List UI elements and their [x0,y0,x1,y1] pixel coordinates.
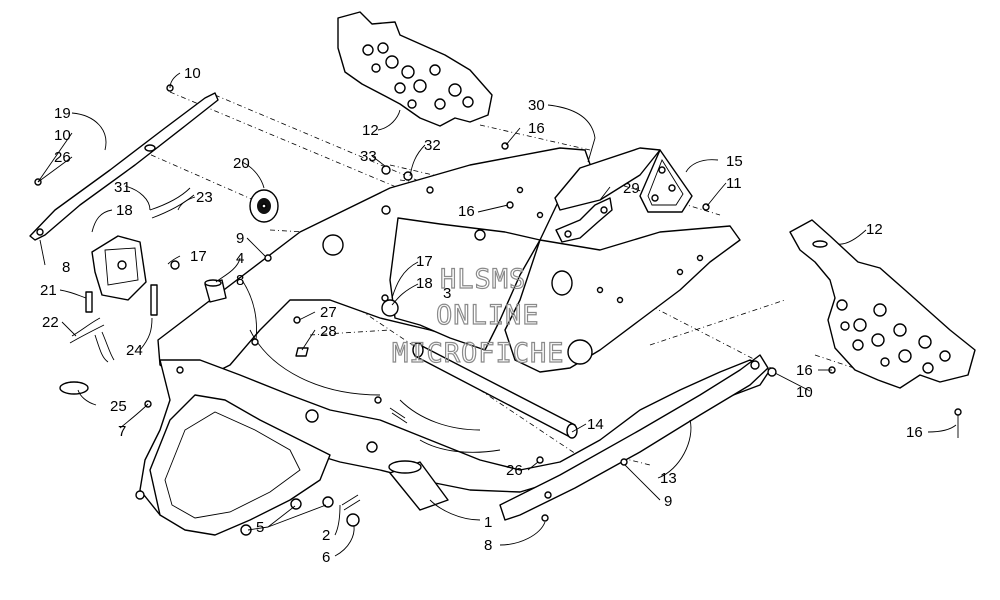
callout-11: 11 [726,175,742,192]
bracket-29 [555,197,613,243]
callout-15: 15 [726,153,743,170]
callout-13: 13 [660,470,677,487]
callout-18-mid: 18 [416,275,433,292]
callout-29: 29 [623,180,640,197]
callout-7: 7 [118,423,126,440]
callout-10-top: 10 [184,65,201,82]
callout-4: 4 [236,250,244,267]
pulley-20 [249,189,279,223]
skid-plate-right [789,219,976,389]
callout-24: 24 [126,342,143,359]
callout-3: 3 [443,285,451,302]
callout-8-mid: 8 [236,272,244,289]
callout-32: 32 [424,137,441,154]
callout-16-mid: 16 [458,203,475,220]
callout-12-top: 12 [362,122,379,139]
callout-19: 19 [54,105,71,122]
callout-8-bot: 8 [484,537,492,554]
crossbar-14 [412,342,578,439]
callout-21: 21 [40,282,57,299]
callout-25: 25 [110,398,127,415]
callout-2: 2 [322,527,330,544]
callout-5: 5 [256,519,264,536]
callout-16-far: 16 [906,424,923,441]
watermark-line-3: MICROFICHE [392,338,565,369]
callout-22: 22 [42,314,59,331]
frame-upper [157,147,741,386]
callout-16-top: 16 [528,120,545,137]
fuel-pump-21 [85,235,147,313]
callout-16-right: 16 [796,362,813,379]
callout-9-bot: 9 [664,493,672,510]
callout-33: 33 [360,148,377,165]
callout-9-left: 9 [236,230,244,247]
watermark: HLSMS ONLINE MICROFICHE [391,263,565,369]
watermark-line-2: ONLINE [436,300,540,331]
leader-lines [37,72,957,557]
callout-8-left: 8 [62,259,70,276]
callout-1: 1 [484,514,492,531]
callout-10-left: 10 [54,127,71,144]
callout-20: 20 [233,155,250,172]
callout-6: 6 [322,549,330,566]
callout-17-mid: 17 [416,253,433,270]
callout-23: 23 [196,189,213,206]
callout-14: 14 [587,416,604,433]
callout-12-right: 12 [866,221,883,238]
tube-1 [388,460,449,511]
upper-bar-19 [29,92,219,241]
bracket-triangular [639,149,693,213]
callout-26-bot: 26 [506,462,523,479]
callout-28: 28 [320,323,337,340]
boss-4 [204,279,227,303]
watermark-line-1: HLSMS [440,264,526,295]
hoses [59,187,195,395]
skid-plate-top [337,11,493,127]
callout-10-right: 10 [796,384,813,401]
callout-30: 30 [528,97,545,114]
side-rail-13 [499,354,769,521]
callout-26-left: 26 [54,149,71,166]
hardware [34,84,962,536]
callout-27: 27 [320,304,337,321]
callout-31: 31 [114,179,131,196]
callout-17-left: 17 [190,248,207,265]
callout-labels: 10 19 10 26 31 18 23 17 8 21 22 24 25 7 … [40,65,923,566]
callout-18-left: 18 [116,202,133,219]
